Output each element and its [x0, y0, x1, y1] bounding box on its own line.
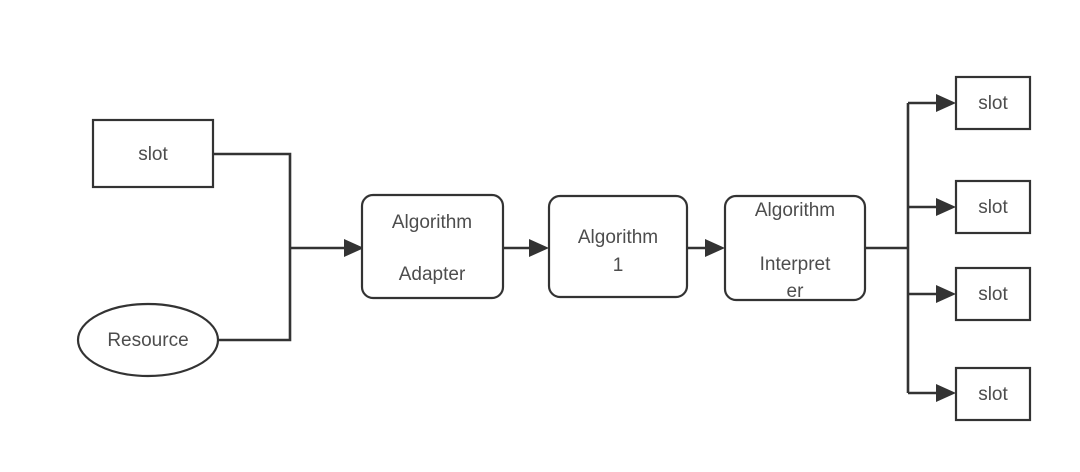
algorithm-1-label-line2: 1 [613, 255, 624, 276]
output-slot-4-label: slot [978, 384, 1008, 405]
edge-slot-to-adapter-line [213, 152, 292, 248]
output-slot-2-shape[interactable] [954, 179, 1032, 235]
arrow-head-icon [936, 285, 956, 303]
arrow-head-icon [936, 384, 956, 402]
arrow-head-icon [529, 239, 549, 257]
algorithm-interpreter-label-line1: Algorithm [755, 200, 835, 221]
output-slot-3-label: slot [978, 284, 1008, 305]
algorithm-interpreter-label-line2: Interpret [760, 254, 831, 275]
output-slot-3-shape[interactable] [954, 266, 1032, 322]
algorithm-adapter-label-line1: Algorithm [392, 212, 472, 233]
output-slot-1-label: slot [978, 93, 1008, 114]
edge-interpreter-to-trunk [865, 103, 910, 393]
algorithm-interpreter-shape[interactable] [723, 194, 867, 302]
edge-trunk-to-slot-4 [908, 384, 956, 402]
algorithm-1-label-line1: Algorithm [578, 227, 658, 248]
arrow-head-icon [936, 198, 956, 216]
output-slot-4-shape[interactable] [954, 366, 1032, 422]
algorithm-adapter-shape[interactable] [360, 193, 505, 300]
edge-slot-to-adapter [213, 152, 292, 248]
edge-resource-to-adapter-line [218, 248, 292, 342]
node-input-slot[interactable]: slot [91, 118, 215, 189]
edge-trunk-to-slot-2 [908, 198, 956, 216]
edge-adapter-to-algorithm1 [503, 239, 549, 257]
edge-merge-to-adapter [290, 239, 364, 257]
node-algorithm-interpreter[interactable]: Algorithm Interpret er [723, 194, 867, 302]
node-output-slot-3[interactable]: slot [954, 266, 1032, 322]
input-slot-label: slot [138, 144, 168, 165]
arrow-head-icon [344, 239, 364, 257]
node-algorithm-1[interactable]: Algorithm 1 [547, 194, 689, 299]
node-output-slot-2[interactable]: slot [954, 179, 1032, 235]
arrow-head-icon [705, 239, 725, 257]
edge-trunk-to-slot-1 [908, 94, 956, 112]
algorithm-adapter-label-line2: Adapter [399, 264, 466, 285]
node-resource[interactable]: Resource [76, 302, 220, 378]
output-slot-2-label: slot [978, 197, 1008, 218]
node-algorithm-adapter[interactable]: Algorithm Adapter [360, 193, 505, 300]
resource-label: Resource [107, 330, 188, 351]
algorithm-1-shape[interactable] [547, 194, 689, 299]
node-output-slot-4[interactable]: slot [954, 366, 1032, 422]
node-output-slot-1[interactable]: slot [954, 75, 1032, 131]
edge-resource-to-adapter [218, 248, 292, 342]
arrow-head-icon [936, 94, 956, 112]
resource-shape[interactable] [76, 302, 220, 378]
edge-trunk-to-slot-3 [908, 285, 956, 303]
algorithm-interpreter-label-line3: er [787, 281, 805, 302]
edge-algorithm1-to-interpreter [687, 239, 725, 257]
input-slot-shape[interactable] [91, 118, 215, 189]
output-slot-1-shape[interactable] [954, 75, 1032, 131]
